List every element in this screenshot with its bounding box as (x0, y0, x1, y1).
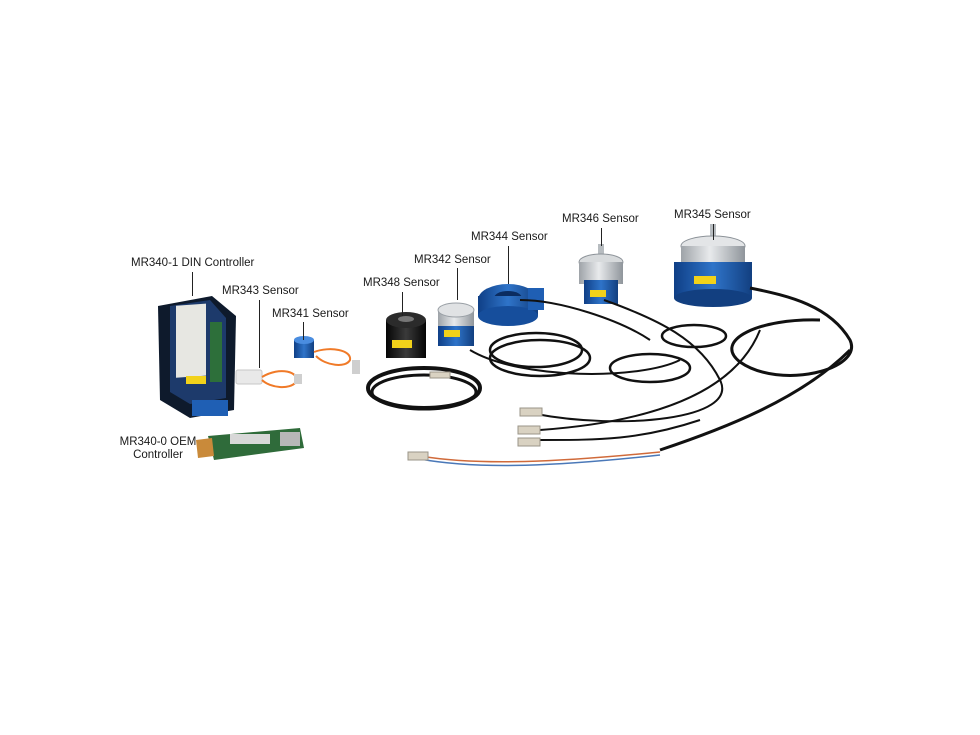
label-din-controller: MR340-1 DIN Controller (131, 257, 255, 269)
leader-mr341 (303, 322, 304, 340)
mr344-sensor (478, 284, 592, 378)
fiber-cables (407, 299, 852, 467)
label-mr346: MR346 Sensor (562, 213, 639, 225)
label-oem-controller: MR340-0 OEM Controller (118, 436, 198, 462)
label-mr343: MR343 Sensor (222, 285, 299, 297)
din-controller (158, 296, 236, 418)
mr348-sensor (366, 312, 482, 411)
leader-mr345 (713, 224, 714, 240)
leader-din-controller (192, 272, 193, 296)
label-mr344: MR344 Sensor (471, 231, 548, 243)
label-mr341: MR341 Sensor (272, 308, 349, 320)
oem-controller-board (196, 428, 304, 460)
leader-mr343 (259, 300, 260, 368)
leader-mr348 (402, 292, 403, 316)
mr346-sensor (578, 244, 728, 384)
mr341-sensor (294, 336, 360, 374)
label-oem-controller-line1: MR340-0 OEM (119, 436, 197, 448)
mr343-sensor (235, 369, 302, 388)
leader-mr342 (457, 268, 458, 300)
label-oem-controller-line2: Controller (133, 449, 183, 461)
leader-mr346 (601, 228, 602, 246)
label-mr342: MR342 Sensor (414, 254, 491, 266)
label-mr345: MR345 Sensor (674, 209, 751, 221)
mr345-sensor (674, 224, 854, 377)
label-mr348: MR348 Sensor (363, 277, 440, 289)
leader-mr344 (508, 246, 509, 284)
mr342-sensor (437, 302, 475, 346)
